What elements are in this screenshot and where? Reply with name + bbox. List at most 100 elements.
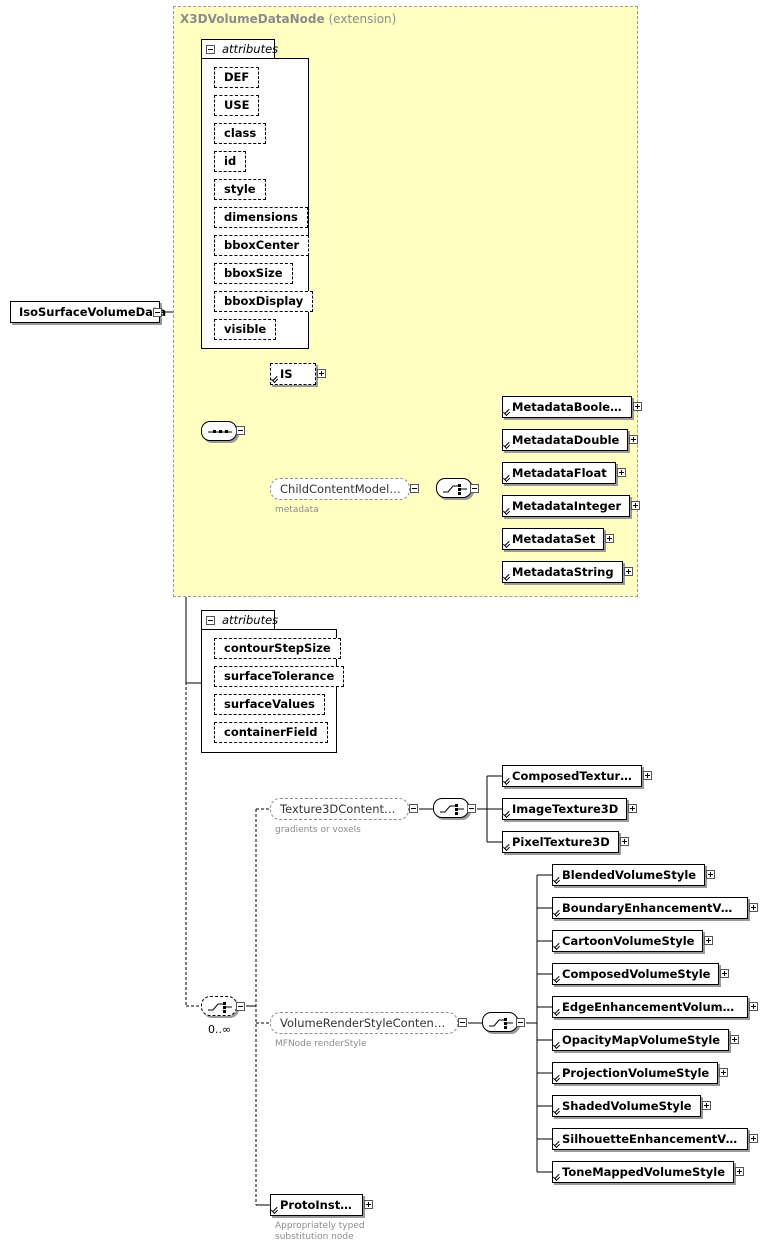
collapse-toggle-choice-render-style[interactable] xyxy=(516,1018,525,1027)
choice-compositor-outer[interactable] xyxy=(201,996,237,1016)
root-node[interactable]: IsoSurfaceVolumeData xyxy=(10,301,166,323)
choice-compositor-texture[interactable] xyxy=(433,798,469,818)
element-label: ProjectionVolumeStyle xyxy=(562,1066,710,1080)
collapse-toggle-own-attributes[interactable] xyxy=(206,616,215,625)
expand-toggle-boundaryenhancementvolume[interactable] xyxy=(749,903,758,912)
attribute-contourstepsize[interactable]: contourStepSize xyxy=(214,638,341,659)
attribute-bboxsize[interactable]: bboxSize xyxy=(214,263,293,284)
expand-toggle-pixeltexture3d[interactable] xyxy=(620,837,629,846)
element-label: MetadataFloat xyxy=(512,466,607,480)
sequence-icon xyxy=(208,430,232,433)
root-label: IsoSurfaceVolumeData xyxy=(19,305,167,319)
element-label: ToneMappedVolumeStyle xyxy=(562,1165,726,1179)
attribute-visible[interactable]: visible xyxy=(214,319,277,340)
element-label: SilhouetteEnhancementVolum... xyxy=(562,1132,747,1146)
element-label: BoundaryEnhancementVolume... xyxy=(562,901,747,915)
attribute-containerfield[interactable]: containerField xyxy=(214,722,328,743)
expand-toggle-metadatastring[interactable] xyxy=(624,567,633,576)
attribute-surfacevalues[interactable]: surfaceValues xyxy=(214,694,325,715)
attribute-surfacetolerance[interactable]: surfaceTolerance xyxy=(214,666,345,687)
collapse-toggle-root[interactable] xyxy=(153,308,162,317)
expand-toggle-metadatainteger[interactable] xyxy=(631,501,640,510)
choice-compositor-metadata[interactable] xyxy=(436,478,472,498)
expand-toggle-metadatafloat[interactable] xyxy=(617,468,626,477)
choice-compositor-render-style[interactable] xyxy=(482,1012,518,1032)
extension-suffix: (extension) xyxy=(328,12,397,26)
expand-toggle-metadataboolean[interactable] xyxy=(633,402,642,411)
attribute-style[interactable]: style xyxy=(214,179,266,200)
attribute-def[interactable]: DEF xyxy=(214,67,260,88)
attribute-id[interactable]: id xyxy=(214,151,247,172)
collapse-toggle-render-style[interactable] xyxy=(458,1018,467,1027)
render-style-group-label: VolumeRenderStyleContentModel xyxy=(280,1016,458,1030)
expand-toggle-composedtexture3d[interactable] xyxy=(643,771,652,780)
element-metadataset[interactable]: MetadataSet xyxy=(502,528,605,550)
expand-toggle-edgeenhancementvolumestyle[interactable] xyxy=(749,1002,758,1011)
proto-instance-node[interactable]: ProtoInstance xyxy=(270,1194,363,1216)
collapse-toggle-choice-outer[interactable] xyxy=(236,1002,245,1011)
expand-toggle-metadatadouble[interactable] xyxy=(629,435,638,444)
element-opacitymapvolumestyle[interactable]: OpacityMapVolumeStyle xyxy=(552,1029,730,1051)
element-label: PixelTexture3D xyxy=(512,835,610,849)
texture-group[interactable]: Texture3DContentModel xyxy=(270,798,409,820)
element-shadedvolumestyle[interactable]: ShadedVolumeStyle xyxy=(552,1095,701,1117)
expand-toggle-cartoonvolumestyle[interactable] xyxy=(704,936,713,945)
collapse-toggle-choice-texture[interactable] xyxy=(467,804,476,813)
attribute-dimensions[interactable]: dimensions xyxy=(214,207,308,228)
collapse-toggle-texture[interactable] xyxy=(409,804,418,813)
element-pixeltexture3d[interactable]: PixelTexture3D xyxy=(502,831,619,853)
element-label: ComposedVolumeStyle xyxy=(562,967,711,981)
expand-toggle-silhouetteenhancementvolum[interactable] xyxy=(749,1134,758,1143)
collapse-toggle-base-attributes[interactable] xyxy=(206,45,215,54)
element-tonemappedvolumestyle[interactable]: ToneMappedVolumeStyle xyxy=(552,1161,735,1183)
expand-toggle-blendedvolumestyle[interactable] xyxy=(706,870,715,879)
expand-toggle-projectionvolumestyle[interactable] xyxy=(719,1068,728,1077)
own-attributes-header[interactable]: attributes xyxy=(201,610,278,630)
element-blendedvolumestyle[interactable]: BlendedVolumeStyle xyxy=(552,864,706,886)
attribute-bboxdisplay[interactable]: bboxDisplay xyxy=(214,291,314,312)
render-style-group[interactable]: VolumeRenderStyleContentModel xyxy=(270,1012,458,1034)
is-node[interactable]: IS xyxy=(270,363,316,385)
element-silhouetteenhancementvolum[interactable]: SilhouetteEnhancementVolum... xyxy=(552,1128,748,1150)
expand-toggle-is[interactable] xyxy=(317,369,326,378)
expand-toggle-opacitymapvolumestyle[interactable] xyxy=(730,1035,739,1044)
element-metadatastring[interactable]: MetadataString xyxy=(502,561,623,583)
proto-instance-label: ProtoInstance xyxy=(280,1198,363,1212)
child-content-group[interactable]: ChildContentModelCore xyxy=(270,478,410,500)
element-boundaryenhancementvolume[interactable]: BoundaryEnhancementVolume... xyxy=(552,897,748,919)
element-metadatainteger[interactable]: MetadataInteger xyxy=(502,495,631,517)
element-metadatadouble[interactable]: MetadataDouble xyxy=(502,429,629,451)
collapse-toggle-child-content[interactable] xyxy=(410,484,419,493)
collapse-toggle-choice-metadata[interactable] xyxy=(470,484,479,493)
element-label: ShadedVolumeStyle xyxy=(562,1099,692,1113)
expand-toggle-proto-instance[interactable] xyxy=(364,1200,373,1209)
sequence-compositor[interactable] xyxy=(201,421,237,441)
element-metadatafloat[interactable]: MetadataFloat xyxy=(502,462,616,484)
element-edgeenhancementvolumestyle[interactable]: EdgeEnhancementVolumeStyle xyxy=(552,996,748,1018)
base-attributes-header[interactable]: attributes xyxy=(201,39,278,59)
element-label: MetadataString xyxy=(512,565,614,579)
expand-toggle-composedvolumestyle[interactable] xyxy=(720,969,729,978)
element-label: MetadataInteger xyxy=(512,499,622,513)
texture-group-label: Texture3DContentModel xyxy=(280,802,409,816)
choice-icon xyxy=(489,1018,513,1029)
element-composedtexture3d[interactable]: ComposedTexture3D xyxy=(502,765,642,787)
element-metadataboolean[interactable]: MetadataBoolean xyxy=(502,396,632,418)
element-label: OpacityMapVolumeStyle xyxy=(562,1033,721,1047)
attribute-use[interactable]: USE xyxy=(214,95,260,116)
expand-toggle-tonemappedvolumestyle[interactable] xyxy=(735,1167,744,1176)
attribute-class[interactable]: class xyxy=(214,123,267,144)
attribute-bboxcenter[interactable]: bboxCenter xyxy=(214,235,310,256)
element-label: EdgeEnhancementVolumeStyle xyxy=(562,1000,748,1014)
element-composedvolumestyle[interactable]: ComposedVolumeStyle xyxy=(552,963,720,985)
expand-toggle-metadataset[interactable] xyxy=(605,534,614,543)
expand-toggle-imagetexture3d[interactable] xyxy=(628,804,637,813)
expand-toggle-shadedvolumestyle[interactable] xyxy=(702,1101,711,1110)
collapse-toggle-sequence[interactable] xyxy=(236,426,245,435)
element-label: CartoonVolumeStyle xyxy=(562,934,695,948)
element-imagetexture3d[interactable]: ImageTexture3D xyxy=(502,798,628,820)
element-cartoonvolumestyle[interactable]: CartoonVolumeStyle xyxy=(552,930,704,952)
element-projectionvolumestyle[interactable]: ProjectionVolumeStyle xyxy=(552,1062,719,1084)
choice-icon xyxy=(440,804,464,815)
occurrence-label: 0..∞ xyxy=(208,1023,232,1036)
